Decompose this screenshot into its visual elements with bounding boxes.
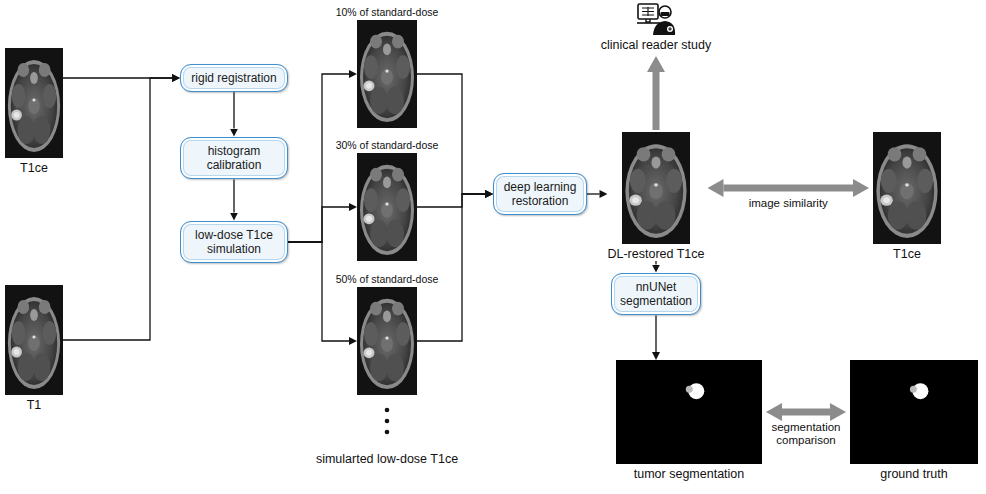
dot (385, 419, 390, 424)
process-box: rigid registration (180, 64, 288, 92)
flow-arrow (655, 261, 656, 265)
comparison-arrow (724, 185, 853, 192)
mri-picture (357, 153, 417, 261)
tumor-blob-edge (686, 386, 693, 393)
caption: T1 (27, 398, 42, 412)
comparison-arrow (652, 72, 659, 130)
continuation-dots (385, 408, 390, 435)
dot (385, 430, 390, 435)
caption: clinical reader study (601, 38, 711, 52)
mask-picture (616, 360, 762, 464)
flow-arrow (233, 179, 234, 212)
comparison-arrow (782, 409, 830, 416)
mask-ground (850, 360, 978, 464)
dot (385, 408, 390, 413)
mri-slice (357, 287, 417, 395)
box-label: rigid registration (188, 71, 280, 85)
mri-picture (622, 132, 690, 244)
mri-slice (622, 132, 690, 244)
flow-arrow (288, 242, 349, 341)
process-box: low-dose T1ce simulation (180, 221, 288, 264)
mri-picture (5, 285, 63, 395)
mri-image: T1ce (873, 132, 941, 244)
mri-image: T1ce (5, 48, 63, 158)
tumor-blob-edge (910, 386, 917, 393)
mri-image: 10% of standard-dose (357, 20, 417, 128)
edge-label: image similarity (747, 197, 830, 210)
mri-picture (357, 287, 417, 395)
segmentation-mask: tumor segmentation (616, 360, 762, 464)
caption: T1ce (893, 247, 921, 261)
mask-ground (616, 360, 762, 464)
process-box: deep learning restoration (493, 173, 587, 216)
mri-image: 50% of standard-dose (357, 287, 417, 395)
flow-arrow (288, 207, 349, 242)
mri-image: DL-restored T1ce (607, 132, 704, 261)
box-label: nnUNet segmentation (619, 280, 693, 309)
flow-arrow (288, 74, 349, 242)
mri-picture (5, 48, 63, 158)
mri-slice (5, 285, 63, 395)
caption: ground truth (880, 467, 947, 481)
mri-slice (873, 132, 941, 244)
mri-slice (5, 48, 63, 158)
doctor-picture (637, 4, 675, 35)
mask-picture (850, 360, 978, 464)
process-box: histogram calibration (180, 137, 288, 180)
caption: tumor segmentation (634, 467, 744, 481)
flow-arrow (63, 78, 172, 340)
edge-label: segmentation comparison (764, 421, 848, 447)
box-label: histogram calibration (188, 144, 280, 173)
caption: 10% of standard-dose (336, 6, 439, 18)
box-label: low-dose T1ce simulation (188, 228, 280, 257)
flow-arrow (587, 193, 599, 194)
mri-picture (357, 20, 417, 128)
flow-arrow (417, 194, 485, 207)
caption: T1ce (20, 161, 48, 175)
flow-arrow (417, 74, 485, 194)
mri-picture (873, 132, 941, 244)
caption: DL-restored T1ce (607, 247, 704, 261)
box-label: deep learning restoration (501, 180, 579, 209)
flow-arrow (417, 194, 485, 341)
mri-image: T1 (5, 285, 63, 395)
process-box: nnUNet segmentation (611, 273, 701, 316)
mri-image: 30% of standard-dose (357, 153, 417, 261)
mri-slice (357, 153, 417, 261)
segmentation-mask: ground truth (850, 360, 978, 464)
reader-icon: clinical reader study (601, 2, 711, 52)
group-caption: simularted low-dose T1ce (316, 452, 458, 466)
caption: 30% of standard-dose (336, 139, 439, 151)
doctor-icon (636, 2, 676, 36)
flow-arrow (655, 315, 656, 352)
mri-slice (357, 20, 417, 128)
flow-arrow (233, 92, 234, 128)
caption: 50% of standard-dose (336, 273, 439, 285)
